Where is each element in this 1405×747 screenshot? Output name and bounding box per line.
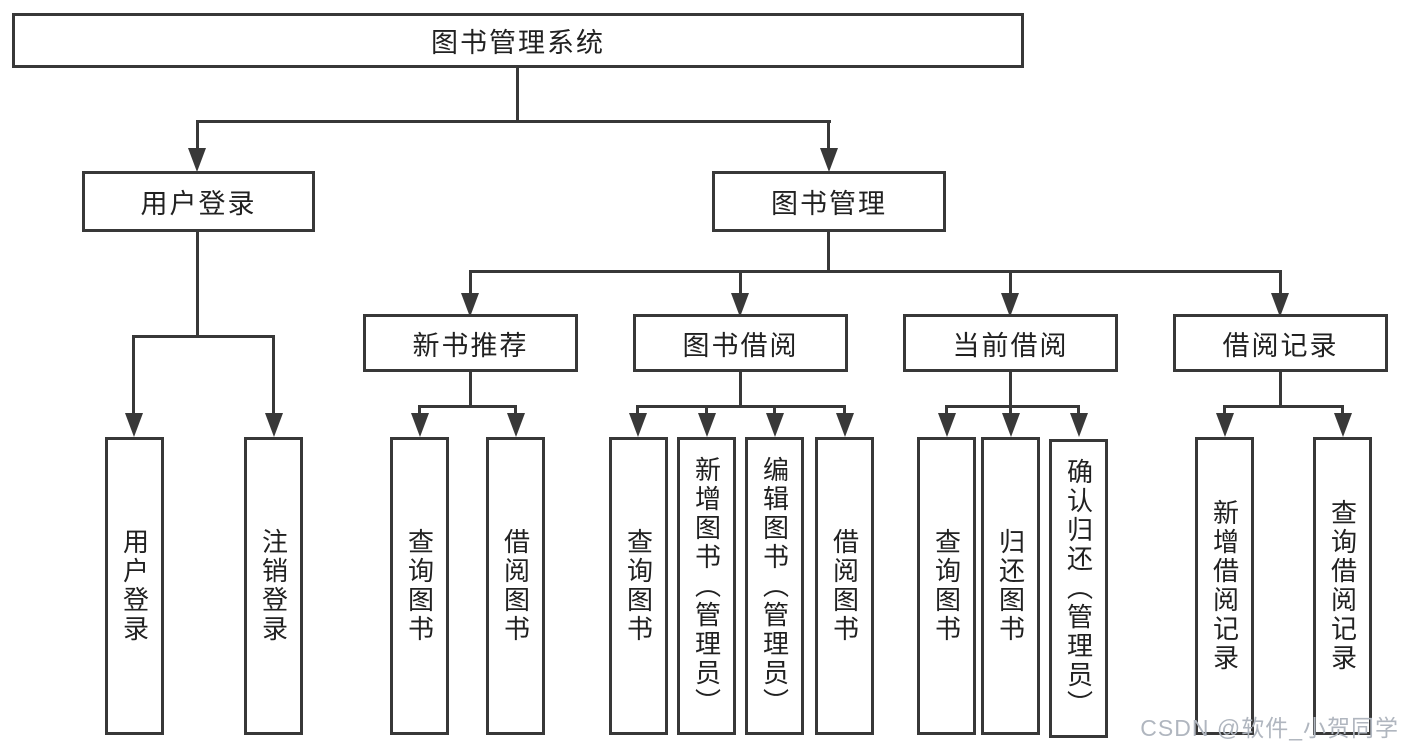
arrowhead-l3-2 bbox=[731, 293, 749, 317]
leaf-return-book: 归还图书 bbox=[981, 437, 1040, 735]
arrowhead-g2-2 bbox=[507, 413, 525, 437]
connector-level2-rail bbox=[196, 120, 831, 123]
connector-g2-rail bbox=[418, 405, 517, 408]
connector-g4-down bbox=[1009, 372, 1012, 408]
connector-g3-rail bbox=[636, 405, 846, 408]
connector-leaf2-stem bbox=[272, 335, 275, 417]
leaf-add-borrow-record-label: 新增借阅记录 bbox=[1209, 499, 1240, 673]
connector-g4-stem-3 bbox=[1077, 405, 1080, 419]
node-borrow-records-label: 借阅记录 bbox=[1222, 330, 1339, 361]
node-book-management-label: 图书管理 bbox=[771, 189, 887, 219]
node-book-management: 图书管理 bbox=[712, 171, 946, 232]
arrowhead-book-mgmt bbox=[820, 148, 838, 172]
leaf-query-borrow-record-label: 查询借阅记录 bbox=[1327, 499, 1358, 673]
connector-g5-rail bbox=[1223, 405, 1344, 408]
connector-l3-stem-4 bbox=[1279, 270, 1282, 297]
leaf-borrow-books-2-label: 借阅图书 bbox=[829, 528, 860, 644]
leaf-query-books-1-label: 查询图书 bbox=[404, 528, 435, 644]
arrowhead-g4-3 bbox=[1070, 413, 1088, 437]
arrowhead-g2-1 bbox=[411, 413, 429, 437]
leaf-add-book-admin-label: 新增图书（管理员） bbox=[691, 455, 722, 717]
arrowhead-g4-1 bbox=[938, 413, 956, 437]
connector-user-login-stem bbox=[196, 120, 199, 152]
connector-g2-stem-2 bbox=[514, 405, 517, 419]
leaf-edit-book-admin: 编辑图书（管理员） bbox=[745, 437, 804, 735]
node-book-borrow-label: 图书借阅 bbox=[682, 330, 799, 361]
connector-g4-stem-1 bbox=[945, 405, 948, 419]
leaf-query-books-3-label: 查询图书 bbox=[931, 528, 962, 644]
node-book-borrow: 图书借阅 bbox=[633, 314, 848, 372]
connector-l3-stem-2 bbox=[739, 270, 742, 297]
node-current-borrow: 当前借阅 bbox=[903, 314, 1118, 372]
connector-g5-stem-1 bbox=[1223, 405, 1226, 419]
connector-g3-stem-3 bbox=[773, 405, 776, 419]
connector-g3-stem-1 bbox=[636, 405, 639, 419]
node-borrow-records: 借阅记录 bbox=[1173, 314, 1388, 372]
leaf-confirm-return-admin-label: 确认归还（管理员） bbox=[1063, 458, 1094, 719]
leaf-confirm-return-admin: 确认归还（管理员） bbox=[1049, 439, 1108, 738]
connector-root-stub bbox=[516, 68, 519, 123]
connector-book-mgmt-down bbox=[827, 232, 830, 273]
leaf-add-borrow-record: 新增借阅记录 bbox=[1195, 437, 1254, 735]
connector-leaf1-stem bbox=[132, 335, 135, 417]
connector-g3-stem-2 bbox=[705, 405, 708, 419]
watermark: CSDN @软件_小贺同学 bbox=[1140, 715, 1399, 741]
arrowhead-g3-2 bbox=[698, 413, 716, 437]
connector-user-login-rail bbox=[132, 335, 275, 338]
leaf-borrow-books-2: 借阅图书 bbox=[815, 437, 874, 735]
node-user-login: 用户登录 bbox=[82, 171, 315, 232]
connector-l3-stem-3 bbox=[1009, 270, 1012, 297]
leaf-logout: 注销登录 bbox=[244, 437, 303, 735]
arrowhead-g4-2 bbox=[1002, 413, 1020, 437]
node-new-book-recommend: 新书推荐 bbox=[363, 314, 578, 372]
connector-book-mgmt-stem bbox=[827, 120, 830, 152]
connector-level3-rail bbox=[469, 270, 1282, 273]
arrowhead-g3-1 bbox=[629, 413, 647, 437]
leaf-add-book-admin: 新增图书（管理员） bbox=[677, 437, 736, 735]
connector-g3-stem-4 bbox=[843, 405, 846, 419]
arrowhead-g3-4 bbox=[836, 413, 854, 437]
connector-g3-down bbox=[739, 372, 742, 408]
connector-g2-stem-1 bbox=[418, 405, 421, 419]
arrowhead-user-login bbox=[188, 148, 206, 172]
arrowhead-l3-1 bbox=[461, 293, 479, 317]
node-root-label: 图书管理系统 bbox=[431, 28, 605, 58]
leaf-query-books-1: 查询图书 bbox=[390, 437, 449, 735]
leaf-user-login: 用户登录 bbox=[105, 437, 164, 735]
leaf-logout-label: 注销登录 bbox=[258, 528, 289, 644]
connector-g4-stem-2 bbox=[1009, 405, 1012, 419]
arrowhead-g5-1 bbox=[1216, 413, 1234, 437]
node-new-book-recommend-label: 新书推荐 bbox=[412, 330, 529, 361]
leaf-edit-book-admin-label: 编辑图书（管理员） bbox=[759, 455, 790, 717]
arrowhead-l3-4 bbox=[1271, 293, 1289, 317]
connector-user-login-down bbox=[196, 232, 199, 338]
connector-l3-stem-1 bbox=[469, 270, 472, 297]
connector-g5-down bbox=[1279, 372, 1282, 408]
connector-g2-down bbox=[469, 372, 472, 408]
node-root: 图书管理系统 bbox=[12, 13, 1024, 68]
leaf-borrow-books-1-label: 借阅图书 bbox=[500, 528, 531, 644]
leaf-borrow-books-1: 借阅图书 bbox=[486, 437, 545, 735]
leaf-query-books-2: 查询图书 bbox=[609, 437, 668, 735]
node-user-login-label: 用户登录 bbox=[140, 189, 257, 219]
arrowhead-leaf2 bbox=[265, 413, 283, 437]
connector-g4-rail bbox=[945, 405, 1080, 408]
leaf-query-borrow-record: 查询借阅记录 bbox=[1313, 437, 1372, 735]
arrowhead-g5-2 bbox=[1334, 413, 1352, 437]
leaf-query-books-3: 查询图书 bbox=[917, 437, 976, 735]
arrowhead-g3-3 bbox=[766, 413, 784, 437]
leaf-user-login-label: 用户登录 bbox=[119, 528, 150, 644]
node-current-borrow-label: 当前借阅 bbox=[952, 330, 1069, 361]
arrowhead-l3-3 bbox=[1001, 293, 1019, 317]
leaf-query-books-2-label: 查询图书 bbox=[623, 528, 654, 644]
connector-g5-stem-2 bbox=[1341, 405, 1344, 419]
arrowhead-leaf1 bbox=[125, 413, 143, 437]
leaf-return-book-label: 归还图书 bbox=[995, 528, 1026, 644]
